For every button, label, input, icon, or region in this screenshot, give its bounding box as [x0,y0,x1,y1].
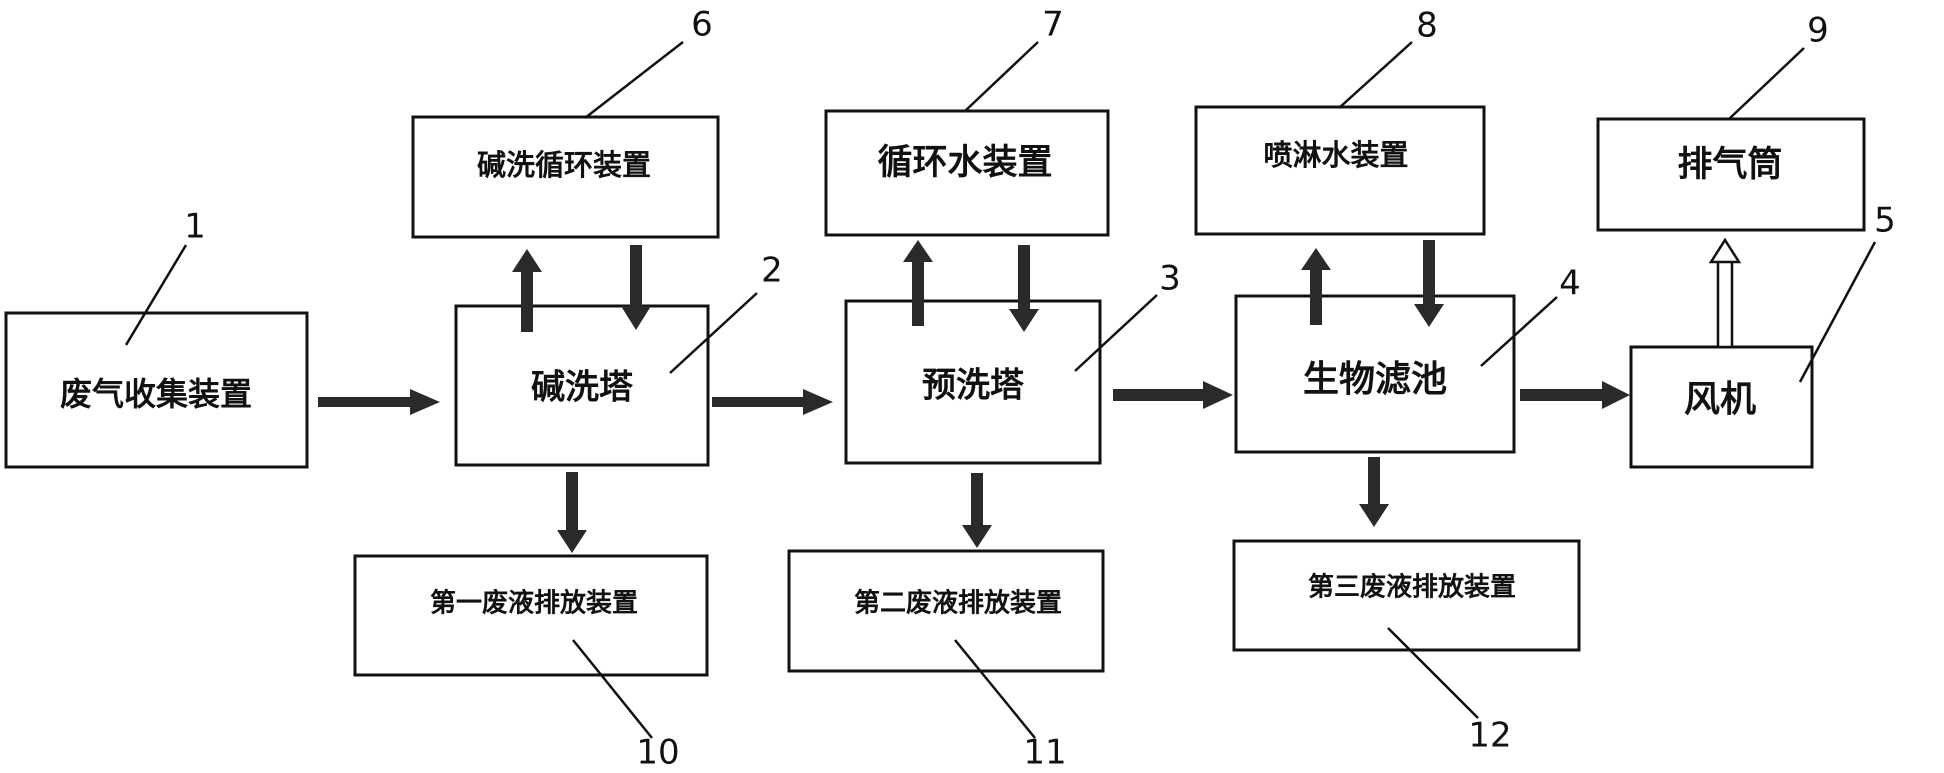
leader-line-8 [1338,41,1413,109]
arrow-alkali-tower-to-prewash [712,389,833,415]
ref-number-6: 6 [691,5,713,45]
node-label: 预洗塔 [922,366,1025,406]
arrow-spray-water-down [1414,240,1444,327]
node-label: 生物滤池 [1303,359,1447,400]
ref-number-3: 3 [1159,259,1181,299]
leader-line-5 [1798,241,1877,383]
ref-number-7: 7 [1042,5,1064,45]
node-alkali-wash-tower: 碱洗塔 [454,304,710,467]
node-label: 第三废液排放装置 [1308,572,1516,603]
node-label: 碱洗循环装置 [477,148,651,182]
ref-number-4: 4 [1559,264,1581,304]
leader-line-12 [1387,627,1479,719]
leader-line-10 [572,639,653,739]
node-waste-gas-collection: 废气收集装置 [4,311,309,469]
ref-number-11: 11 [1023,733,1066,773]
arrow-bio-filter-to-fan [1520,381,1630,409]
arrow-bio-filter-to-waste-3 [1359,457,1389,527]
node-prewash-tower: 预洗塔 [844,299,1102,465]
leader-line-7 [963,41,1039,113]
leader-line-3 [1074,294,1158,372]
node-waste-liquid-1: 第一废液排放装置 [353,554,709,677]
leader-line-2 [669,292,758,374]
node-waste-liquid-3: 第三废液排放装置 [1232,539,1581,652]
leader-line-4 [1480,296,1558,367]
node-label: 废气收集装置 [60,375,252,413]
node-alkali-circulation: 碱洗循环装置 [411,115,720,239]
leader-line-9 [1728,47,1805,120]
ref-number-1: 1 [184,207,206,247]
arrow-bio-filter-up [1301,248,1331,325]
node-label: 排气筒 [1677,145,1782,185]
leader-line-11 [954,639,1036,739]
arrow-alkali-circulation-down [621,245,651,330]
ref-number-2: 2 [761,251,783,291]
node-label: 第二废液排放装置 [854,588,1062,619]
node-label: 碱洗塔 [531,368,634,408]
arrow-prewash-to-waste-2 [962,473,992,548]
ref-number-10: 10 [636,733,679,773]
arrow-alkali-tower-up [512,249,542,332]
ref-number-8: 8 [1416,6,1438,46]
arrow-prewash-to-bio-filter [1113,381,1233,409]
node-label: 循环水装置 [877,143,1052,183]
node-label: 第一废液排放装置 [430,588,638,619]
node-label: 喷淋水装置 [1263,138,1408,172]
node-label: 风机 [1684,379,1756,420]
leader-line-6 [584,41,684,119]
arrow-fan-to-exhaust [1708,237,1742,349]
arrow-circulating-water-down [1009,245,1039,332]
node-fan: 风机 [1629,345,1814,469]
node-circulating-water: 循环水装置 [824,109,1110,237]
node-spray-water: 喷淋水装置 [1194,105,1486,236]
ref-number-5: 5 [1874,201,1896,241]
node-waste-liquid-2: 第二废液排放装置 [787,549,1105,673]
node-bio-filter: 生物滤池 [1234,294,1516,454]
node-exhaust-stack: 排气筒 [1596,117,1866,232]
leader-line-1 [124,244,188,346]
arrow-collection-to-alkali-tower [318,389,440,415]
arrow-prewash-up [903,240,933,326]
ref-number-9: 9 [1807,11,1829,51]
ref-number-12: 12 [1468,716,1511,756]
arrow-alkali-tower-to-waste-1 [557,472,587,553]
